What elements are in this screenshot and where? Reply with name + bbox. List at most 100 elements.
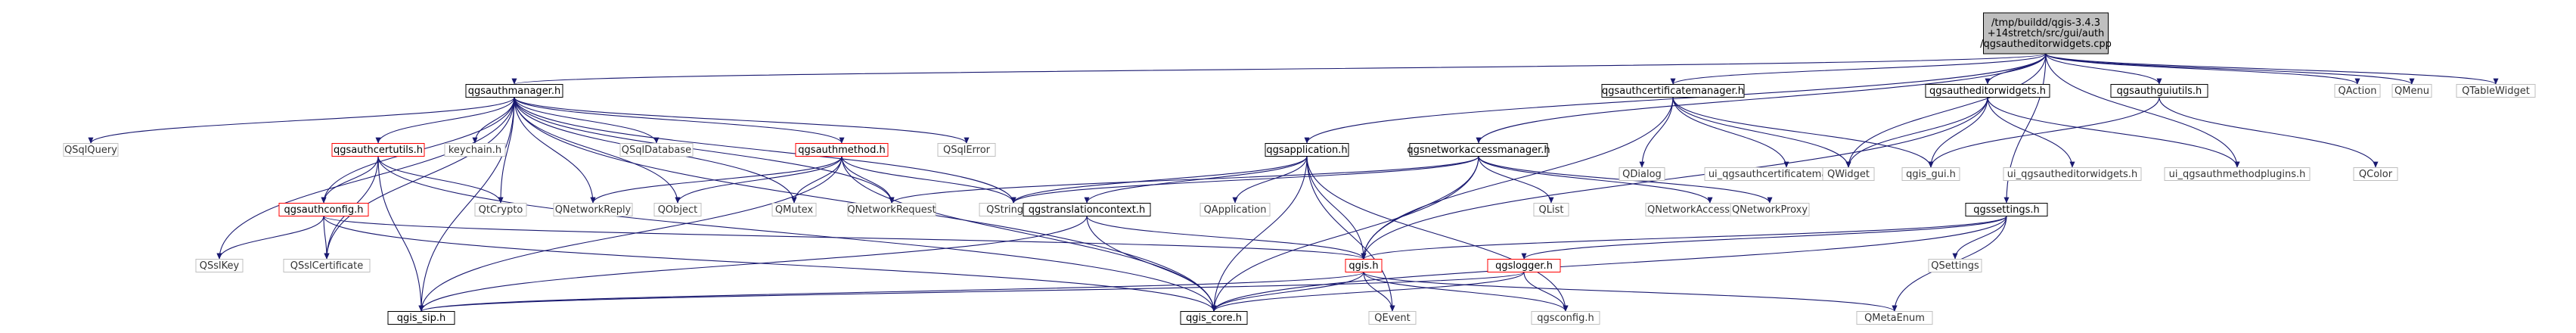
node-certutils[interactable]: qgsauthcertutils.h [331,143,425,157]
edge-settings-to-logger [1521,216,2007,260]
edge-certmgr-to-qdialog [1639,97,1674,168]
node-box [1925,84,2050,98]
edge-settings-to-qsettings [1952,216,2007,260]
edge-application-to-qgsconfig [1306,156,1569,312]
node-qgis[interactable]: qgis.h [1345,259,1383,272]
node-qgsconfig: qgsconfig.h [1531,311,1600,325]
node-label: qgsnetworkaccessmanager.h [1407,145,1550,156]
node-label: qgssettings.h [1973,204,2040,216]
node-box [331,143,425,157]
node-box [619,143,694,157]
edge-root-to-guiutils [2045,53,2162,85]
node-box [465,84,563,98]
edge-logger-to-qgissip [418,272,1525,312]
node-translation[interactable]: qgstranslationcontext.h [1023,203,1151,216]
node-qlist: QList [1533,203,1569,216]
node-box [1856,311,1933,325]
edge-certmgr-to-uicertmgr [1672,97,1789,168]
node-label: QEvent [1374,313,1410,324]
node-label: qgsauthconfig.h [284,204,364,216]
node-qobject: QObject [653,203,702,216]
edge-authmethod-to-qmutex [791,156,843,204]
edge-root-to-qwidget [1845,53,2047,168]
node-authmanager[interactable]: qgsauthmanager.h [465,84,563,98]
edge-authmethod-to-qstringlist [841,156,1016,204]
node-guiutils[interactable]: qgsauthguiutils.h [2110,84,2208,98]
node-qnetproxy: QNetworkProxy [1730,203,1810,216]
edge-authmanager-to-qsqlerror [514,97,970,144]
node-box [2110,84,2208,98]
node-box [1983,12,2109,54]
node-box [1531,311,1600,325]
node-label: QNetworkProxy [1732,204,1808,216]
node-label: QColor [2359,169,2393,180]
node-qnetrequest: QNetworkRequest [847,203,936,216]
node-qmenu: QMenu [2391,84,2432,98]
node-label: QtCrypto [479,204,523,216]
node-qgisgui: qgis_gui.h [1901,167,1960,181]
edge-logger-to-qgiscore [1211,272,1525,312]
node-authmethod[interactable]: qgsauthmethod.h [795,143,889,157]
node-box [2391,84,2432,98]
edge-guiutils-to-qcolor [2159,97,2379,168]
node-box [937,143,996,157]
node-qsqlquery: QSqlQuery [63,143,119,157]
node-label: QTableWidget [2462,86,2530,97]
node-label: qgsauthmethod.h [798,145,885,156]
node-label: QSqlDatabase [622,145,691,156]
node-label: +14stretch/src/gui/auth [1988,28,2105,39]
node-box [2164,167,2311,181]
node-qsslcert: QSslCertificate [283,259,371,272]
edge-authmanager-to-qsqlquery [88,97,515,144]
edge-authmanager-to-qsqldatabase [514,97,660,144]
node-qgiscore[interactable]: qgis_core.h [1180,311,1248,325]
edge-root-to-qmenu [2045,53,2415,85]
edge-netaccess-to-qnetaccessmgr [1478,156,1713,204]
node-box [1023,203,1151,216]
edge-application-to-qstringlist [1010,156,1308,204]
node-settings[interactable]: qgssettings.h [1965,203,2048,216]
node-authconfig[interactable]: qgsauthconfig.h [278,203,369,216]
node-label: qgsauthcertificatemanager.h [1602,86,1744,97]
node-box [2456,84,2536,98]
edge-certmgr-to-qgisgui [1672,97,1934,168]
node-qsqlerror: QSqlError [937,143,996,157]
edge-qgis-to-qgsconfig [1363,272,1569,312]
node-label: keychain.h [448,145,501,156]
node-box [2353,167,2398,181]
node-qsettings: QSettings [1928,259,1982,272]
edge-root-to-qtablewidget [2045,53,2499,85]
node-editorwidgets[interactable]: qgsautheditorwidgets.h [1925,84,2050,98]
edge-netaccess-to-qstringlist [1010,156,1479,204]
node-root[interactable]: /tmp/buildd/qgis-3.4.3+14stretch/src/gui… [1980,12,2112,54]
edge-certmgr-to-qwidget [1672,97,1851,168]
edge-application-to-qgis [1306,156,1367,260]
edge-authmanager-to-qnetreply [514,97,596,204]
edge-authconfig-to-qsslkey [216,216,324,260]
node-logger[interactable]: qgslogger.h [1487,259,1561,272]
node-label: qgsautheditorwidgets.h [1929,86,2046,97]
node-qmetaenum: QMetaEnum [1856,311,1933,325]
edge-root-to-uimethodplugins [2045,53,2240,168]
node-qgissip[interactable]: qgis_sip.h [387,311,455,325]
node-application[interactable]: qgsapplication.h [1265,143,1349,157]
node-qdialog: QDialog [1619,167,1665,181]
edge-application-to-translation [1084,156,1308,204]
node-box [847,203,936,216]
edge-authmanager-to-qnetrequest [514,97,895,204]
edge-authmanager-to-certutils [375,97,515,144]
node-box [1901,167,1960,181]
node-label: QMutex [775,204,814,216]
edge-netaccess-to-qnetrequest [889,156,1479,204]
node-certmgr[interactable]: qgsauthcertificatemanager.h [1601,84,1745,98]
edge-logger-to-qgsconfig [1523,272,1569,312]
node-box [653,203,702,216]
edge-editorwidgets-to-qgisgui [1928,97,1988,168]
node-qtablewidget: QTableWidget [2456,84,2536,98]
node-box [63,143,119,157]
node-box [795,143,889,157]
node-netaccess[interactable]: qgsnetworkaccessmanager.h [1407,143,1550,157]
edge-layer [88,53,2499,312]
edge-authmethod-to-qgissip [418,156,843,312]
